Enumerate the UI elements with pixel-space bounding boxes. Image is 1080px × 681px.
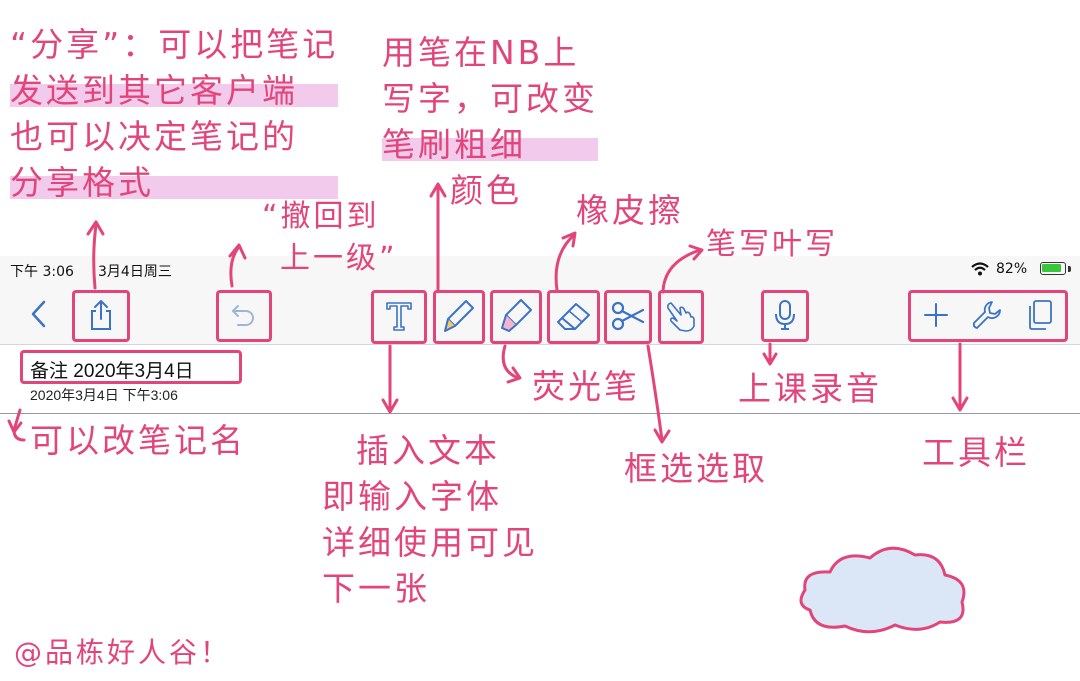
record-button[interactable]: [761, 293, 809, 337]
back-button[interactable]: [22, 296, 56, 332]
highlighter-icon: [501, 299, 532, 332]
note-title[interactable]: 备注 2020年3月4日: [30, 361, 194, 382]
eraser-tool-button[interactable]: [547, 293, 600, 339]
battery-icon: [1040, 262, 1066, 275]
hand-tool-button[interactable]: [658, 293, 704, 339]
pen-icon: [444, 300, 474, 332]
rename-annotation: 可以改笔记名: [30, 421, 246, 460]
eraser-annotation: 橡皮擦: [576, 191, 684, 230]
lasso-annotation: 框选选取: [624, 449, 768, 488]
plus-icon: [924, 303, 948, 327]
undo-button[interactable]: [216, 293, 272, 337]
scissors-icon: [611, 301, 645, 331]
note-date: 2020年3月4日 下午3:06: [30, 387, 178, 403]
undo-icon: [232, 305, 254, 326]
text-annotation: 插入文本 即输入字体 详细使用可见 下一张: [322, 431, 538, 608]
settings-button[interactable]: [964, 293, 1010, 337]
wrench-icon: [972, 301, 1001, 329]
text-icon: [386, 302, 412, 331]
eraser-highlight-box: [547, 290, 600, 344]
share-highlight-box: [72, 290, 130, 342]
pen-annotation: 用笔在NB上 写字，可改变 笔刷粗细 颜色: [382, 33, 598, 210]
title-highlight-box: [20, 350, 242, 384]
pages-icon: [1029, 300, 1052, 330]
lasso-highlight-box: [604, 290, 652, 344]
pen-highlight-box: [433, 290, 485, 344]
tools-highlight-box: [908, 290, 1068, 342]
tools-annotation: 工具栏: [922, 433, 1030, 472]
handwrite-annotation: 笔写叶写: [706, 227, 838, 262]
text-highlight-box: [371, 290, 427, 344]
status-date: 3月4日周三: [98, 264, 172, 280]
hand-pointer-icon: [667, 302, 695, 332]
note-header: [0, 344, 1080, 414]
share-icon: [91, 300, 111, 330]
pages-button[interactable]: [1016, 293, 1062, 337]
status-bar: 下午 3:06 3月4日周三 82%: [0, 256, 1080, 284]
share-annotation: “分享”：可以把笔记 发送到其它客户端 也可以决定笔记的 分享格式: [10, 22, 339, 206]
undo-highlight-box: [216, 290, 272, 342]
highlighter-highlight-box: [490, 290, 542, 344]
battery-percent: 82%: [996, 261, 1028, 277]
highlighter-annotation: 荧光笔: [532, 367, 640, 406]
cloud-doodle: [799, 546, 966, 634]
undo-annotation: “撤回到 上一级”: [262, 199, 398, 276]
text-tool-button[interactable]: [371, 293, 427, 339]
status-time: 下午 3:06: [10, 264, 74, 280]
share-button[interactable]: [72, 293, 130, 337]
back-chevron-icon: [31, 300, 46, 328]
microphone-icon: [775, 300, 795, 330]
record-highlight-box: [761, 290, 809, 342]
signature-annotation: @品栋好人谷！: [14, 636, 232, 669]
hand-highlight-box: [658, 290, 704, 344]
lasso-tool-button[interactable]: [604, 293, 652, 339]
highlighter-tool-button[interactable]: [490, 293, 542, 339]
battery-tip: [1068, 266, 1071, 272]
record-annotation: 上课录音: [738, 369, 882, 408]
pen-tool-button[interactable]: [433, 293, 485, 339]
wifi-icon: [970, 261, 990, 281]
eraser-icon: [556, 303, 590, 330]
add-button[interactable]: [914, 293, 958, 337]
